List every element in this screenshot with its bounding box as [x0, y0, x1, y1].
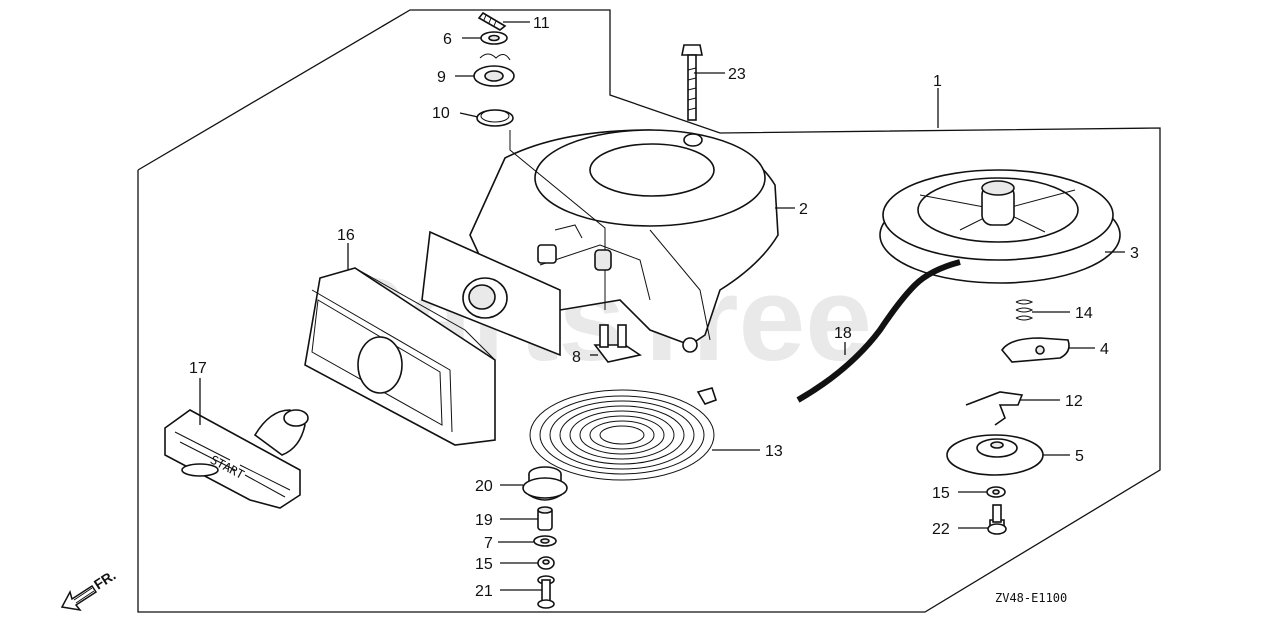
callout-10: 10 — [432, 105, 450, 122]
bolt-part-21[interactable] — [537, 575, 555, 609]
callout-4: 4 — [1100, 341, 1109, 358]
front-marker-text: FR. — [91, 567, 119, 593]
callout-12: 12 — [1065, 393, 1083, 410]
ring-part-10[interactable] — [476, 109, 514, 127]
callout-18: 18 — [834, 325, 852, 342]
callout-1: 1 — [933, 73, 942, 90]
callout-2: 2 — [799, 201, 808, 218]
washer-part-15-right[interactable] — [986, 486, 1006, 498]
callout-14: 14 — [1075, 305, 1093, 322]
callout-21: 21 — [475, 583, 493, 600]
spring-part-14[interactable] — [1015, 299, 1034, 321]
spiral-spring-part[interactable] — [529, 387, 718, 481]
pin-part-11[interactable] — [477, 11, 507, 31]
callout-3: 3 — [1130, 245, 1139, 262]
pawl-part-4[interactable] — [1001, 337, 1070, 363]
leader-lines — [199, 21, 1125, 591]
starter-gasket-part[interactable] — [304, 267, 496, 446]
clip-part-12[interactable] — [965, 391, 1024, 426]
front-direction-marker: FR. — [60, 567, 119, 612]
callout-23: 23 — [728, 66, 746, 83]
diagram-code: ZV48-E1100 — [995, 591, 1067, 605]
callout-15-left: 15 — [475, 556, 493, 573]
ratchet-part-9[interactable] — [473, 53, 515, 87]
starter-reel-part[interactable] — [879, 169, 1121, 284]
callout-20: 20 — [475, 478, 493, 495]
callout-7: 7 — [484, 535, 493, 552]
washer-part-15-left[interactable] — [537, 556, 555, 570]
callout-9: 9 — [437, 69, 446, 86]
callout-6: 6 — [443, 31, 452, 48]
washer-part-6[interactable] — [480, 31, 508, 45]
starter-handle-part[interactable]: START — [164, 409, 309, 509]
rope-guide-plate-part[interactable] — [421, 230, 561, 357]
screw-part-22[interactable] — [987, 504, 1007, 535]
callout-19: 19 — [475, 512, 493, 529]
callout-8: 8 — [572, 349, 581, 366]
callout-16: 16 — [337, 227, 355, 244]
bolt-part-23[interactable] — [681, 44, 703, 121]
callout-labels: 11 6 9 10 23 1 2 3 16 14 18 8 4 17 12 13… — [189, 15, 1139, 600]
washer-part-7[interactable] — [533, 535, 557, 547]
front-arrow-icon — [60, 584, 98, 612]
grommet-part-20[interactable] — [522, 466, 568, 501]
friction-plate-part-5[interactable] — [946, 434, 1044, 476]
starter-rope-part[interactable] — [796, 259, 961, 403]
callout-13: 13 — [765, 443, 783, 460]
callout-22: 22 — [932, 521, 950, 538]
assembly-outline — [137, 9, 1161, 613]
collar-part-19[interactable] — [537, 506, 553, 531]
ratchet-guide-part-8[interactable] — [593, 324, 643, 363]
callout-15-right: 15 — [932, 485, 950, 502]
callout-17: 17 — [189, 360, 207, 377]
callout-5: 5 — [1075, 448, 1084, 465]
callout-11: 11 — [533, 15, 550, 32]
